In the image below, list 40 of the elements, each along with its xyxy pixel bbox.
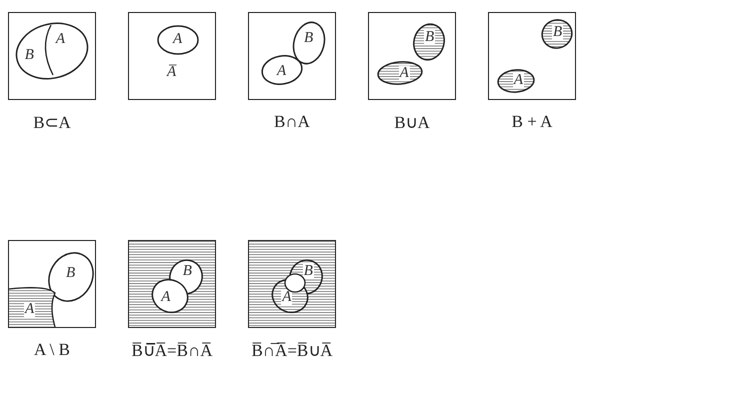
set-ellipse: [541, 19, 573, 49]
set-complement-label: A̅: [167, 65, 176, 80]
set-label: B: [424, 30, 436, 46]
venn-panel: [488, 12, 576, 100]
venn-panel: [248, 12, 336, 100]
set-label: B: [552, 24, 564, 40]
set-ellipse: [15, 23, 89, 79]
set-ellipse: [413, 23, 445, 61]
venn-panel: [368, 12, 456, 100]
set-ellipse: [49, 251, 93, 303]
set-ellipse: [157, 25, 199, 55]
venn-panel: [8, 12, 96, 100]
set-label: B: [66, 266, 76, 282]
set-ellipse: [293, 21, 325, 65]
venn-panel: [248, 240, 336, 328]
set-label: A: [277, 64, 286, 78]
set-label: A: [398, 66, 410, 82]
set-ellipse: [151, 279, 189, 313]
set-ellipse: [497, 69, 535, 93]
formula-caption: B + A: [510, 112, 554, 132]
formula-caption: A \ B: [33, 340, 71, 360]
set-label: A: [281, 290, 292, 305]
set-ellipse: [377, 61, 423, 85]
set-label: B: [304, 30, 314, 46]
venn-panel: [8, 240, 96, 328]
formula-caption: B∪A: [393, 112, 431, 133]
set-label: B: [24, 48, 34, 63]
set-ellipse: [261, 55, 303, 85]
set-label: B: [182, 264, 192, 279]
set-label: A: [161, 290, 170, 305]
formula-caption: B⊂A: [32, 112, 72, 133]
formula-caption: B̅∩̅A̅=B̅∪A̅: [250, 340, 334, 361]
venn-panel: [128, 12, 216, 100]
formula-caption: B∩A: [273, 112, 311, 132]
set-label: A: [24, 302, 36, 318]
formula-caption: B̅∪̅A̅=B̅∩A̅: [130, 340, 214, 361]
set-label: A: [56, 32, 66, 47]
venn-panel: [128, 240, 216, 328]
set-label: A: [173, 32, 182, 47]
set-label: A: [512, 73, 524, 88]
